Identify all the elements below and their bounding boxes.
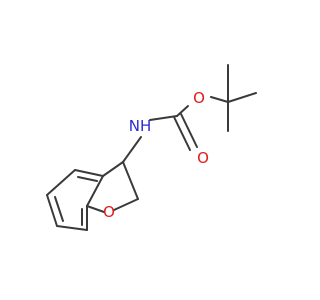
molecule-diagram: NH O O O <box>46 64 257 231</box>
bond-c2-o1 <box>113 198 139 211</box>
bond-lines <box>46 64 257 231</box>
bond-c3-c2 <box>122 161 139 200</box>
carbonyl-oxygen-label: O <box>197 149 209 167</box>
bond-tbu-c-methyl-right <box>227 92 257 103</box>
bond-nitrogen-c3 <box>122 136 142 163</box>
bond-o1-c7a <box>86 205 105 213</box>
bond-c4-c5 <box>46 169 76 196</box>
bond-carbonyl-c-nitrogen <box>149 115 178 121</box>
nitrogen-label: NH <box>129 117 152 135</box>
ester-oxygen-label: O <box>193 89 205 107</box>
bond-c3-c3a <box>102 161 124 177</box>
ring-oxygen-label: O <box>103 203 115 221</box>
bond-c5-c6-inner <box>54 196 64 222</box>
bond-c3a-c4 <box>74 169 104 177</box>
bond-carbonyl-double-b <box>180 113 198 148</box>
bond-carbonyl-double-a <box>173 116 191 151</box>
bond-c3a-c7a <box>86 175 104 207</box>
bond-c5-c6 <box>46 194 58 227</box>
bond-c4-c4-inner <box>77 176 98 182</box>
bond-c6-c7 <box>56 225 88 231</box>
atom-labels: NH O O O <box>103 89 209 221</box>
bond-tbu-c-ester-o <box>210 96 229 103</box>
bond-ester-o-carbonyl-c <box>176 105 189 117</box>
